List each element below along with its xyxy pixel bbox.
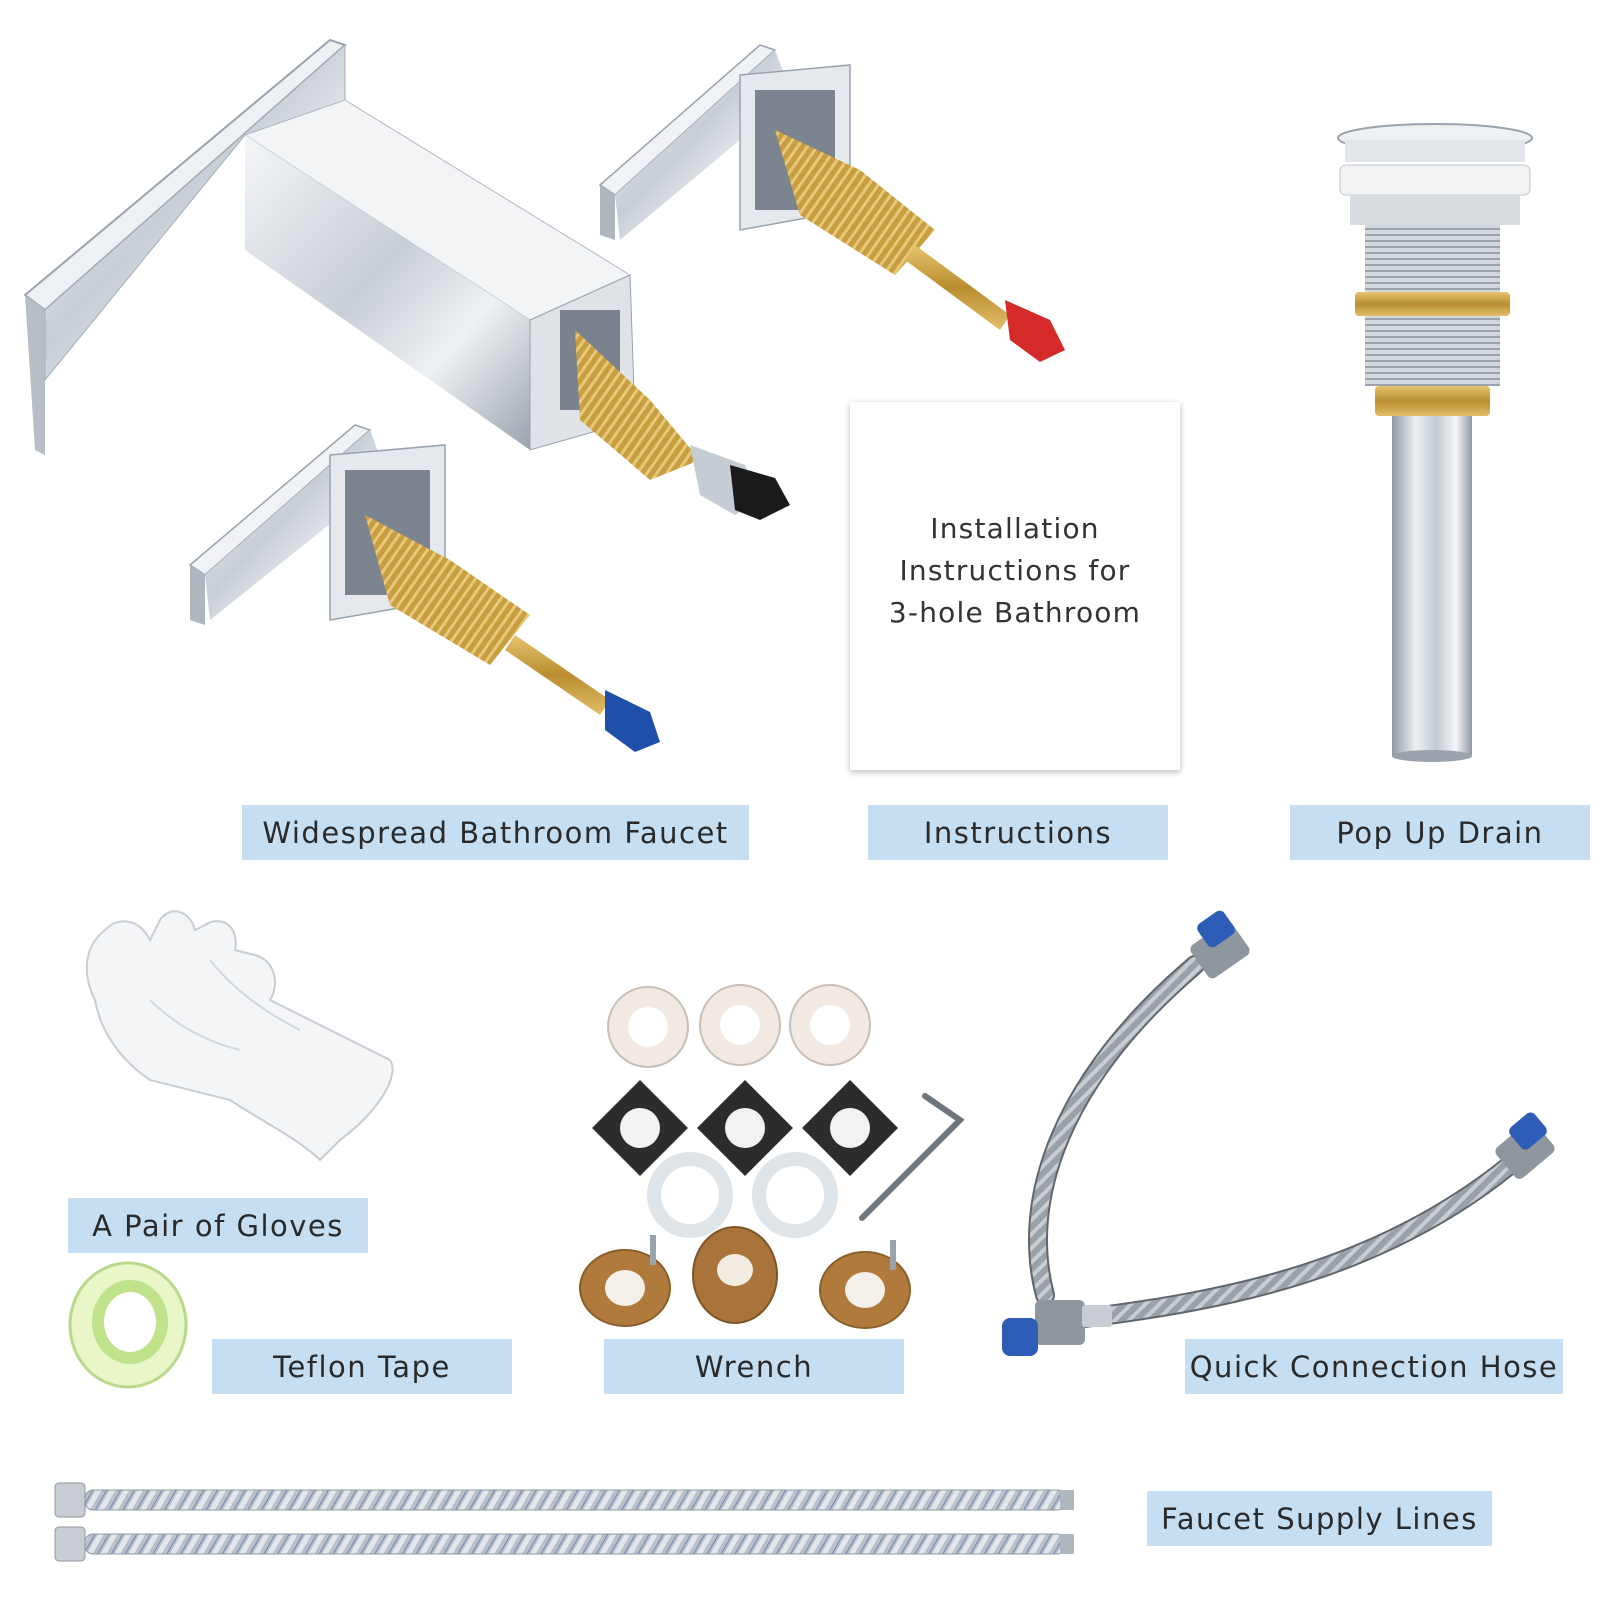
label-instructions: Instructions (868, 805, 1168, 860)
label-pop-up-drain: Pop Up Drain (1290, 805, 1590, 860)
faucet-spout (23, 38, 790, 520)
gloves (85, 910, 394, 1162)
faucet-supply-lines (54, 1482, 1074, 1562)
cold-handle (188, 424, 660, 752)
wrench-kit (579, 984, 965, 1329)
pop-up-drain (1337, 123, 1533, 762)
hot-handle (598, 44, 1065, 362)
quick-connection-hose (1002, 910, 1555, 1356)
instruction-card-text: Installation Instructions for 3-hole Bat… (888, 512, 1142, 629)
label-wrench: Wrench (604, 1339, 904, 1394)
teflon-tape (68, 1261, 188, 1389)
label-gloves: A Pair of Gloves (68, 1198, 368, 1253)
label-faucet-supply-lines: Faucet Supply Lines (1147, 1491, 1492, 1546)
label-faucet: Widespread Bathroom Faucet (242, 805, 749, 860)
label-quick-connection-hose: Quick Connection Hose (1185, 1339, 1563, 1394)
instruction-card: Installation Instructions for 3-hole Bat… (850, 402, 1180, 770)
label-teflon-tape: Teflon Tape (212, 1339, 512, 1394)
